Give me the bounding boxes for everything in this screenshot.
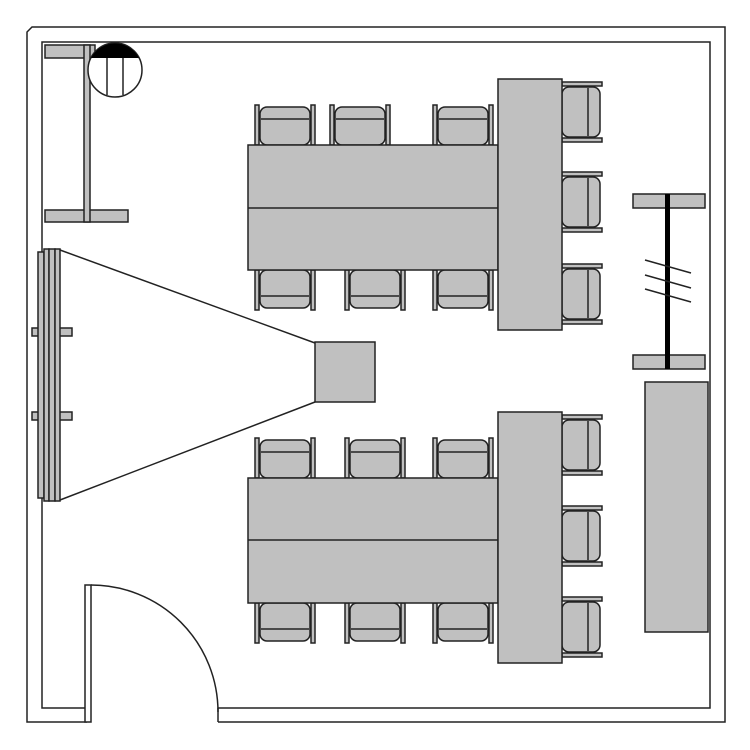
- chair-icon: [561, 414, 603, 476]
- chair-icon: [344, 269, 406, 311]
- projection-beam: [59, 249, 316, 501]
- chair-icon: [329, 104, 391, 146]
- chair-icon: [561, 81, 603, 143]
- chair-icon: [432, 104, 494, 146]
- chair-icon: [561, 505, 603, 567]
- whiteboard-stand: [632, 193, 706, 370]
- chair-icon: [432, 602, 494, 644]
- chair-icon: [254, 269, 316, 311]
- chair-icon: [432, 437, 494, 479]
- chair-icon: [254, 104, 316, 146]
- conference-table-top: [247, 78, 563, 331]
- chair-icon: [344, 437, 406, 479]
- chair-icon: [254, 437, 316, 479]
- chair-icon: [432, 269, 494, 311]
- conference-table-bottom: [247, 411, 563, 664]
- chair-icon: [344, 602, 406, 644]
- door[interactable]: [84, 584, 219, 723]
- chair-icon: [254, 602, 316, 644]
- chair-icon: [561, 171, 603, 233]
- cabinet: [644, 381, 709, 633]
- projector: [314, 341, 376, 403]
- lamp-icon: [87, 42, 143, 98]
- chair-icon: [561, 596, 603, 658]
- projection-screen: [31, 248, 73, 502]
- chair-icon: [561, 263, 603, 325]
